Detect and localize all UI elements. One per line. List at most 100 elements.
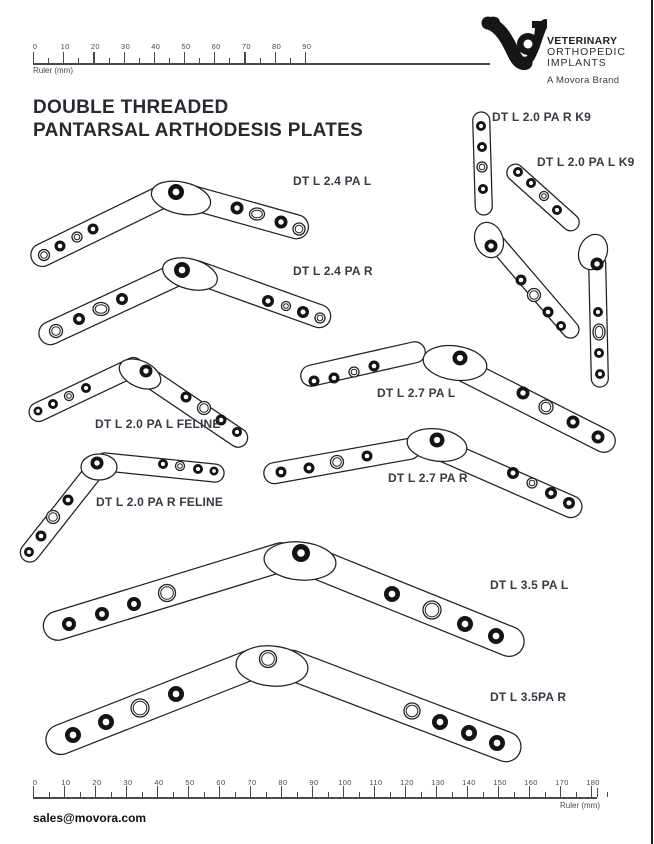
ruler-mark bbox=[141, 792, 143, 797]
plate-drawing-5 bbox=[19, 452, 225, 563]
ruler-mark: 30 bbox=[123, 778, 133, 787]
ruler-mark bbox=[123, 52, 125, 63]
ruler-mark bbox=[188, 786, 190, 797]
ruler-mark: 130 bbox=[431, 778, 445, 787]
logo-line-veterinary: VETERINARY bbox=[547, 35, 618, 47]
plate-label-dt-l-27-pa-r: DT L 2.7 PA R bbox=[388, 471, 468, 485]
plate-label-dt-l-24-pa-l: DT L 2.4 PA L bbox=[293, 174, 372, 188]
ruler-mark bbox=[304, 52, 306, 63]
logo-wordmark: VETERINARY ORTHOPEDIC IMPLANTS A Movora … bbox=[547, 35, 626, 87]
ruler-mark bbox=[259, 58, 261, 63]
ruler-mark bbox=[184, 52, 186, 63]
ruler-mark bbox=[327, 792, 329, 797]
ruler-mark: 20 bbox=[90, 42, 100, 51]
ruler-mark bbox=[199, 58, 201, 63]
plate-drawing-7 bbox=[263, 427, 583, 519]
ruler-mark bbox=[482, 792, 484, 797]
ruler-mark: 90 bbox=[302, 42, 312, 51]
ruler-mark: 0 bbox=[32, 778, 38, 787]
page-title: DOUBLE THREADED PANTARSAL ARTHODESIS PLA… bbox=[33, 96, 363, 142]
ruler-mark: 140 bbox=[462, 778, 476, 787]
ruler-mark bbox=[575, 792, 577, 797]
plate-drawing-8 bbox=[42, 541, 525, 658]
ruler-mark bbox=[234, 792, 236, 797]
plate-label-dt-l-20-pa-l-feline: DT L 2.0 PA L FELINE bbox=[95, 417, 221, 431]
ruler-mark bbox=[374, 786, 376, 797]
ruler-mark: 170 bbox=[555, 778, 569, 787]
plate-drawing-2 bbox=[472, 111, 580, 339]
ruler-mark bbox=[498, 786, 500, 797]
plate-drawing-0 bbox=[30, 180, 310, 268]
ruler-mark bbox=[110, 792, 112, 797]
ruler-mark bbox=[451, 792, 453, 797]
ruler-bottom-label: Ruler (mm) bbox=[560, 801, 600, 810]
ruler-top-label: Ruler (mm) bbox=[33, 66, 73, 75]
page-edge-line bbox=[651, 0, 653, 844]
plate-drawing-4 bbox=[28, 356, 249, 448]
ruler-mark: 180 bbox=[586, 778, 600, 787]
plate-label-dt-l-20-pa-r-k9: DT L 2.0 PA R K9 bbox=[492, 110, 592, 124]
ruler-mark: 110 bbox=[369, 778, 383, 787]
logo-tagline: A Movora Brand bbox=[547, 75, 620, 86]
ruler-mark bbox=[312, 786, 314, 797]
ruler-mark bbox=[358, 792, 360, 797]
ruler-mark bbox=[591, 786, 593, 797]
ruler-mark bbox=[229, 58, 231, 63]
ruler-mark: 150 bbox=[493, 778, 507, 787]
ruler-mark bbox=[389, 792, 391, 797]
ruler-mark: 60 bbox=[211, 42, 221, 51]
logo-line-orthopedic: ORTHOPEDIC bbox=[547, 46, 626, 58]
ruler-mark bbox=[138, 58, 140, 63]
ruler-mark: 80 bbox=[272, 42, 282, 51]
plate-label-dt-l-35-pa-r: DT L 3.5PA R bbox=[490, 690, 567, 704]
ruler-mark: 60 bbox=[216, 778, 226, 787]
ruler-mark: 40 bbox=[151, 42, 161, 51]
ruler-mark bbox=[168, 58, 171, 63]
page-title-line1: DOUBLE THREADED bbox=[33, 97, 229, 118]
ruler-mark bbox=[281, 786, 283, 797]
ruler-mark bbox=[436, 786, 438, 797]
ruler-mark bbox=[219, 786, 221, 797]
ruler-mark: 120 bbox=[400, 778, 414, 787]
ruler-mark bbox=[172, 792, 174, 797]
ruler-mark bbox=[544, 792, 546, 797]
plate-label-dt-l-27-pa-l: DT L 2.7 PA L bbox=[377, 386, 456, 400]
ruler-mark bbox=[265, 792, 267, 797]
ruler-mark: 100 bbox=[338, 778, 352, 787]
ruler-mark bbox=[296, 792, 298, 797]
ruler-mark bbox=[108, 58, 110, 63]
ruler-mark bbox=[420, 792, 422, 797]
ruler-mark bbox=[48, 58, 50, 63]
plate-label-dt-l-24-pa-r: DT L 2.4 PA R bbox=[293, 264, 373, 278]
contact-email[interactable]: sales@movora.com bbox=[33, 811, 147, 825]
ruler-mark bbox=[405, 786, 407, 797]
ruler-mark bbox=[244, 52, 246, 63]
ruler-mark bbox=[153, 52, 155, 63]
plate-drawing-9 bbox=[45, 645, 522, 763]
ruler-mark bbox=[343, 786, 345, 797]
voi-logo-icon bbox=[481, 16, 547, 70]
ruler-mark bbox=[126, 786, 128, 797]
ruler-mark bbox=[203, 792, 205, 797]
ruler-mark bbox=[250, 786, 252, 797]
logo-line-implants: IMPLANTS bbox=[547, 57, 607, 69]
ruler-mark bbox=[289, 58, 291, 63]
ruler-mark: 70 bbox=[241, 42, 251, 51]
ruler-mark bbox=[79, 792, 81, 797]
ruler-mark bbox=[78, 58, 80, 63]
ruler-mark bbox=[64, 786, 66, 797]
plate-label-dt-l-20-pa-r-feline: DT L 2.0 PA R FELINE bbox=[96, 495, 224, 509]
ruler-mark: 50 bbox=[181, 42, 191, 51]
ruler-mark: 10 bbox=[61, 778, 71, 787]
plate-label-dt-l-35-pa-l: DT L 3.5 PA L bbox=[490, 578, 569, 592]
ruler-mark bbox=[157, 786, 159, 797]
ruler-mark bbox=[33, 63, 490, 65]
ruler-mark bbox=[597, 788, 599, 797]
page-title-line2: PANTARSAL ARTHODESIS PLATES bbox=[33, 120, 364, 141]
ruler-mark bbox=[48, 792, 50, 797]
ruler-mark bbox=[529, 786, 531, 797]
ruler-mark bbox=[560, 786, 562, 797]
ruler-mark bbox=[513, 792, 515, 797]
